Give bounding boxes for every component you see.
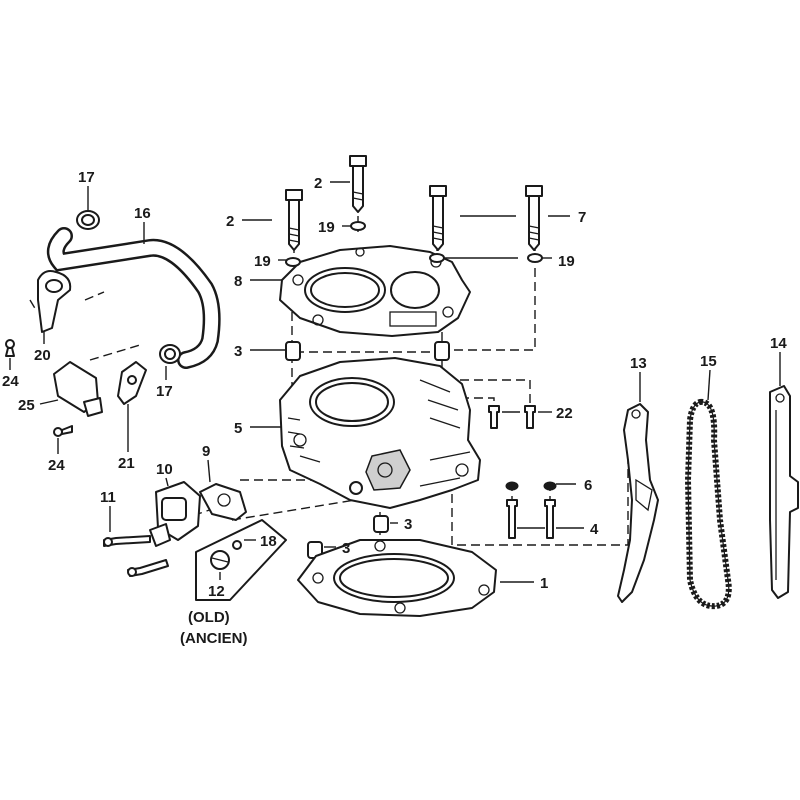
callout-11: 11 — [100, 489, 116, 506]
timing-chain — [684, 398, 732, 610]
callout-7: 7 — [578, 209, 586, 226]
callout-1: 1 — [540, 575, 548, 592]
old-version-inset — [195, 519, 287, 601]
callout-15: 15 — [700, 353, 717, 370]
callout-5: 5 — [234, 420, 242, 437]
bolt-center — [349, 155, 367, 213]
head-bolts — [285, 155, 543, 251]
callout-24-bottom: 24 — [48, 457, 65, 474]
callout-21: 21 — [118, 455, 135, 472]
callout-14: 14 — [770, 335, 787, 352]
note-old: (OLD) — [188, 609, 230, 626]
tensioner-guide — [769, 385, 799, 599]
callout-18: 18 — [260, 533, 277, 550]
callout-19-left: 19 — [254, 253, 271, 270]
callout-20: 20 — [34, 347, 51, 364]
hose-clip — [37, 270, 72, 333]
leader-lines — [9, 181, 781, 583]
callout-labels: 2 2 19 19 19 8 7 3 5 22 6 4 3 3 1 13 15 … — [2, 169, 787, 600]
bolt-left — [285, 189, 303, 251]
lower-bolts — [505, 481, 557, 539]
screws — [5, 339, 73, 437]
valve-bracket — [117, 361, 147, 405]
callout-13: 13 — [630, 355, 647, 372]
cylinder-block — [279, 357, 481, 509]
callout-19-center: 19 — [318, 219, 335, 236]
head-gasket — [279, 245, 471, 337]
callout-22: 22 — [556, 405, 573, 422]
callout-19-right: 19 — [558, 253, 575, 270]
small-bolts — [488, 405, 536, 429]
callout-3-lower: 3 — [342, 540, 350, 557]
callout-3-middle: 3 — [404, 516, 412, 533]
bolt-right-a — [429, 185, 447, 251]
version-notes: (OLD) (ANCIEN) — [180, 609, 248, 647]
base-gasket — [297, 539, 497, 617]
callout-12: 12 — [208, 583, 225, 600]
callout-17-bottom: 17 — [156, 383, 173, 400]
breather-hose — [46, 210, 221, 369]
bolt-right-b — [525, 185, 543, 251]
callout-24-top: 24 — [2, 373, 19, 390]
chain-guide — [617, 403, 659, 603]
callout-8: 8 — [234, 273, 242, 290]
callout-2-top: 2 — [314, 175, 322, 192]
washers — [285, 221, 543, 267]
callout-4: 4 — [590, 521, 599, 538]
dowel-pins — [285, 341, 450, 559]
note-ancien: (ANCIEN) — [180, 630, 248, 647]
cam-chain-tensioner — [103, 481, 247, 577]
callout-10: 10 — [156, 461, 173, 478]
callout-25: 25 — [18, 397, 35, 414]
callout-6: 6 — [584, 477, 592, 494]
callout-16: 16 — [134, 205, 151, 222]
callout-17-top: 17 — [78, 169, 95, 186]
callout-3-upper: 3 — [234, 343, 242, 360]
callout-2-left: 2 — [226, 213, 234, 230]
callout-9: 9 — [202, 443, 210, 460]
breather-valve — [53, 361, 103, 417]
